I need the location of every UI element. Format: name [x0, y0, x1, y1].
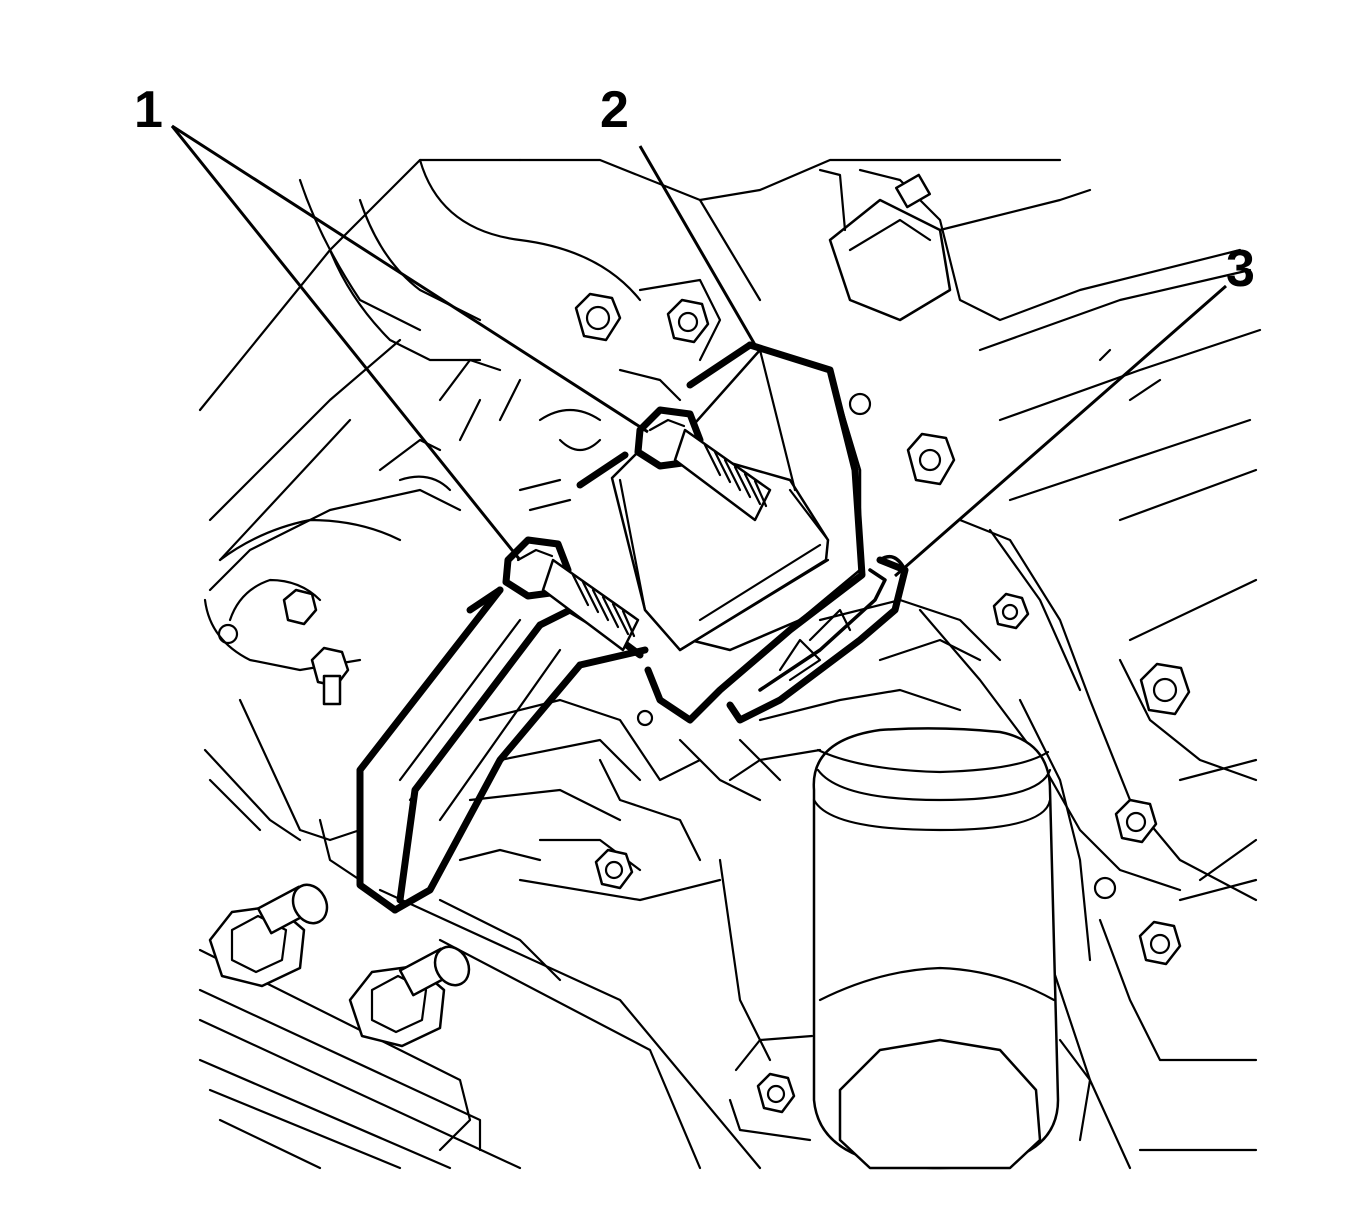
lower-left-fittings	[208, 883, 471, 1048]
nut-icon	[282, 588, 318, 626]
leader-lines	[170, 124, 1227, 578]
nut-icon	[1138, 920, 1182, 966]
bolt-icon	[634, 406, 772, 522]
hole-icon	[1093, 876, 1117, 900]
bolt-icon	[502, 536, 640, 652]
bracket-part-2	[356, 451, 649, 914]
nut-icon	[666, 298, 710, 344]
leader-line-3	[894, 284, 1227, 578]
bracket-part-3	[610, 341, 909, 724]
nut-icon	[594, 848, 634, 890]
hole-icon	[848, 392, 872, 416]
background-fasteners	[217, 292, 1191, 1114]
electrical-connector	[818, 168, 952, 322]
callout-1-label: 1	[134, 81, 163, 139]
nut-icon	[574, 292, 622, 342]
nut-icon	[1139, 662, 1191, 716]
nut-icon	[992, 592, 1030, 630]
leader-line-1b	[170, 125, 522, 561]
nut-icon	[756, 1072, 796, 1114]
leader-line-1a	[171, 124, 649, 434]
hole-icon	[636, 709, 654, 727]
hole-icon	[217, 623, 239, 645]
fitting-nut-icon	[208, 883, 329, 988]
leader-line-2	[638, 145, 760, 351]
callout-3-label: 3	[1226, 240, 1255, 298]
callout-2-label: 2	[600, 81, 629, 139]
nut-icon	[310, 646, 350, 706]
nut-icon	[1114, 798, 1158, 844]
nut-icon	[906, 432, 956, 486]
fitting-nut-icon	[348, 945, 471, 1048]
engine-background-linework	[198, 158, 1262, 1170]
bolts-part-1	[502, 406, 772, 652]
oil-filter	[728, 727, 1092, 1170]
